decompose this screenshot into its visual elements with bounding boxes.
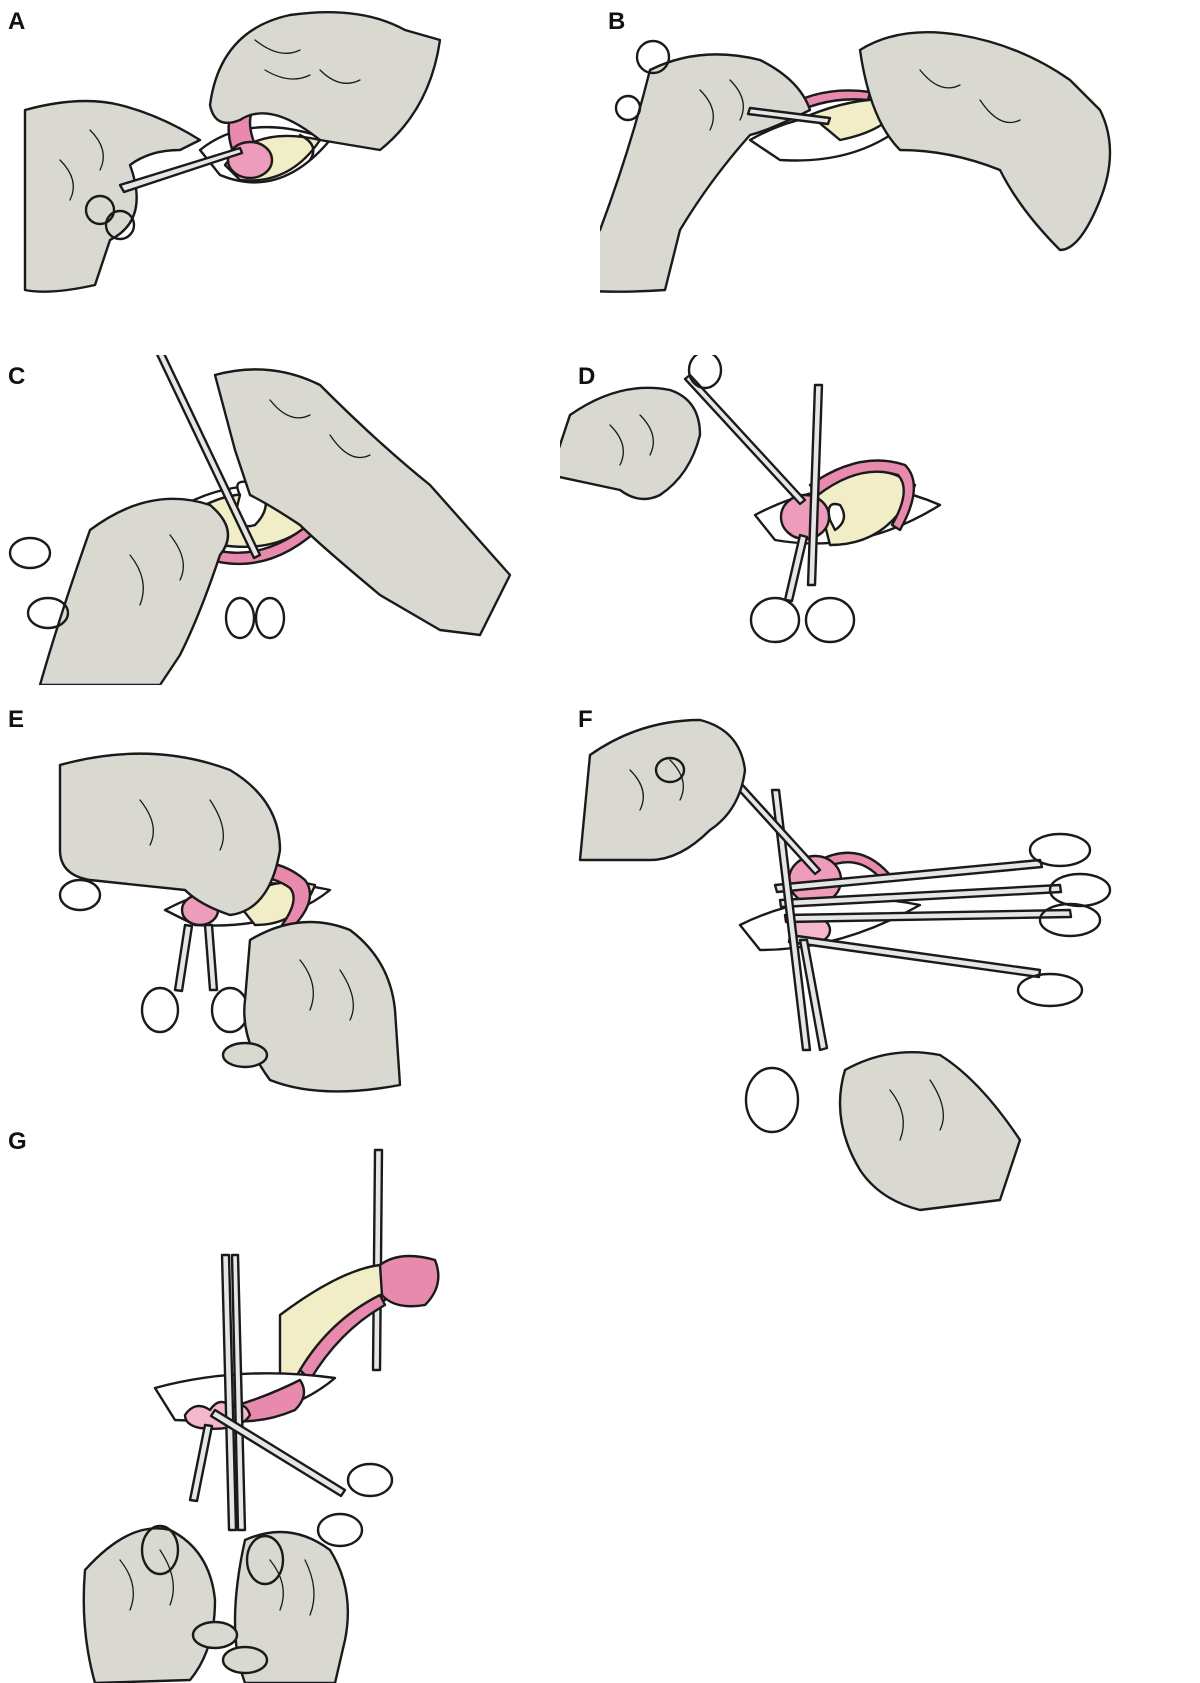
panel-c-illustration — [8, 355, 512, 685]
tissue-loop-icon — [808, 459, 916, 532]
gloved-hand-icon — [213, 368, 512, 637]
hemostat-clamp-icon — [806, 383, 824, 587]
panel-label-d: D — [578, 363, 596, 390]
panel-g-illustration — [82, 1148, 440, 1683]
panel-label-a: A — [8, 8, 26, 35]
forceps-icon — [118, 146, 244, 194]
gloved-hand-icon — [600, 53, 812, 293]
gloved-hand-icon — [233, 1530, 350, 1683]
hemostat-clamp-icon — [744, 788, 829, 1134]
panel-label-c: C — [8, 363, 26, 390]
gloved-hand-icon — [38, 497, 230, 685]
forceps-icon — [683, 373, 807, 506]
panel-f: F — [560, 700, 1200, 1220]
hemostat-clamp-icon — [58, 878, 250, 1034]
tissue-bulb — [779, 493, 831, 541]
gloved-hand-icon — [560, 386, 702, 501]
hemostat-clamp-icon — [8, 536, 286, 640]
panel-f-illustration — [578, 718, 1112, 1212]
panel-g: G — [0, 1120, 600, 1683]
gloved-hand-icon — [23, 99, 202, 293]
hemostat-clamp-icon — [773, 832, 1112, 1008]
forceps-icon — [635, 39, 671, 75]
gloved-hand-icon — [82, 1527, 217, 1683]
panel-d: D — [560, 355, 1200, 685]
fat-tissue — [278, 1263, 387, 1385]
hemostat-clamp-icon — [209, 1408, 347, 1498]
panel-b-illustration — [600, 30, 1112, 293]
panel-d-illustration — [560, 355, 942, 644]
panel-label-f: F — [578, 706, 593, 733]
gloved-hand-icon — [243, 920, 402, 1093]
gloved-hand-icon — [838, 1050, 1022, 1212]
gloved-hand-icon — [858, 30, 1112, 252]
tissue-bulb — [378, 1254, 440, 1308]
hemostat-clamp-icon — [220, 1253, 238, 1532]
forceps-icon — [371, 1148, 384, 1372]
gloved-hand-icon — [208, 10, 442, 152]
panel-e-illustration — [58, 752, 402, 1093]
panel-e: E — [0, 700, 600, 1115]
panel-label-b: B — [608, 8, 626, 35]
tissue-bulb — [226, 140, 274, 180]
hemostat-clamp-icon — [156, 355, 262, 560]
gloved-hand-icon — [578, 718, 747, 862]
panel-c: C — [0, 355, 600, 685]
panel-label-e: E — [8, 706, 25, 733]
panel-a-illustration — [23, 10, 442, 293]
panel-b: B — [600, 0, 1200, 300]
panel-label-g: G — [8, 1128, 27, 1155]
gloved-hand-icon — [58, 752, 282, 917]
panel-a: A — [0, 0, 600, 300]
tissue-loop-icon — [298, 1293, 387, 1382]
